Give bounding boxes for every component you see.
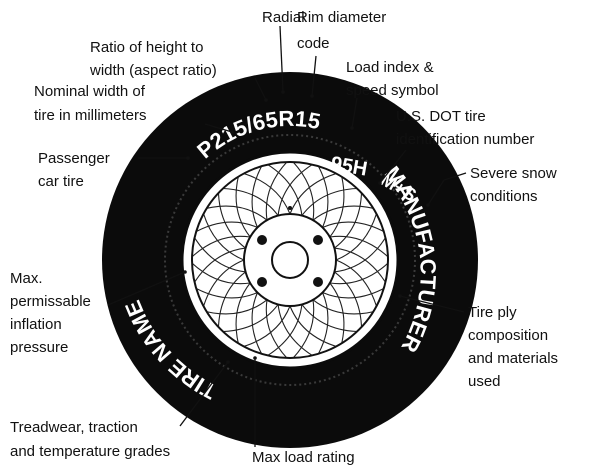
label-nominal-width: Nominal width of tire in millimeters xyxy=(34,83,149,124)
label-passenger-car: Passenger car tire xyxy=(38,150,114,190)
lug-nut xyxy=(257,277,267,287)
lug-nut xyxy=(313,277,323,287)
label-aspect-ratio: Ratio of height to width (aspect ratio) xyxy=(89,39,217,79)
label-max-load: Max load rating xyxy=(252,449,355,466)
label-max-inflation: Max. permissable inflation pressure xyxy=(10,270,95,356)
lug-nut xyxy=(313,235,323,245)
label-load-speed: Load index & speed symbol xyxy=(346,59,439,99)
label-severe-snow: Severe snow conditions xyxy=(470,165,561,205)
lug-nut xyxy=(257,235,267,245)
label-tire-ply: Tire ply composition and materials used xyxy=(468,304,562,390)
hub-center xyxy=(272,242,308,278)
label-rim-diameter: Rim diameter code xyxy=(297,9,390,52)
label-treadwear: Treadwear, traction and temperature grad… xyxy=(10,419,170,460)
small-dot xyxy=(288,206,292,210)
